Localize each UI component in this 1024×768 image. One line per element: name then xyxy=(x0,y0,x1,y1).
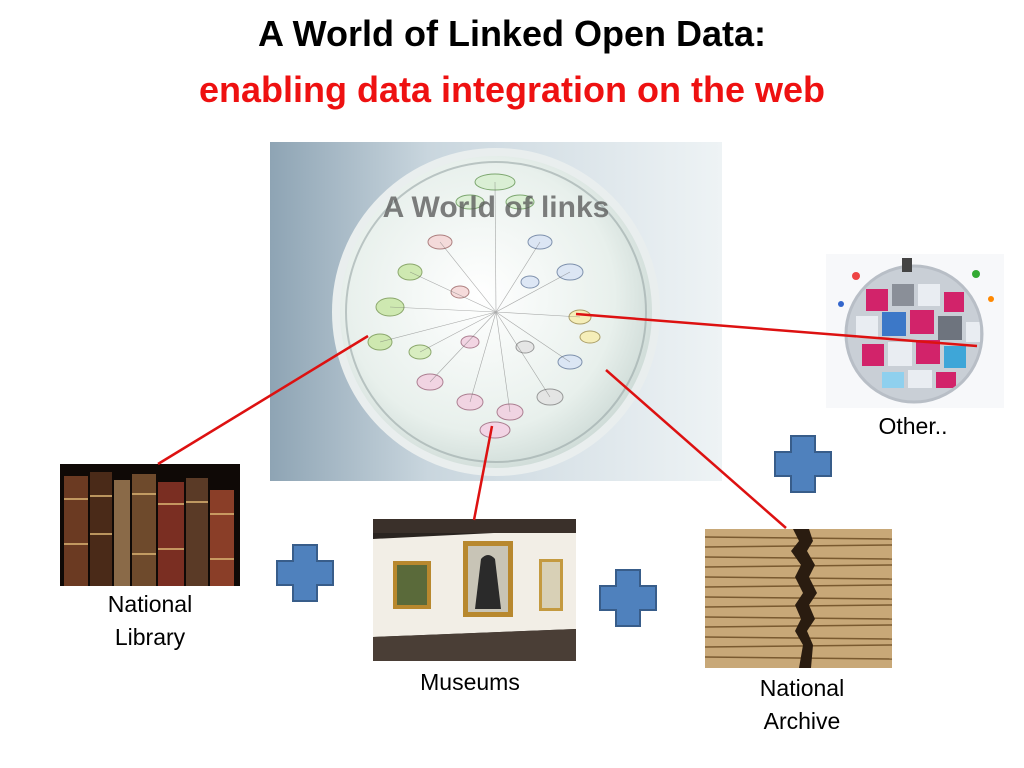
plus-icon xyxy=(276,544,334,602)
caption-museums: Museums xyxy=(420,669,520,695)
caption-other: Other.. xyxy=(878,413,948,439)
plus-icon xyxy=(774,435,832,493)
slide-subtitle: enabling data integration on the web xyxy=(198,69,826,110)
slide-title: A World of Linked Open Data: xyxy=(257,13,766,54)
caption-national-library: National Library xyxy=(107,591,193,650)
plus-icon xyxy=(599,569,657,627)
books-image xyxy=(60,464,240,586)
museum-gallery-image xyxy=(373,519,576,661)
linked-data-cloud-image: A World of links xyxy=(270,142,722,481)
caption-national-archive: National Archive xyxy=(759,675,845,734)
cloud-image-caption: A World of links xyxy=(383,191,610,224)
other-globe-image xyxy=(826,254,1004,408)
archive-papers-image xyxy=(705,529,892,668)
